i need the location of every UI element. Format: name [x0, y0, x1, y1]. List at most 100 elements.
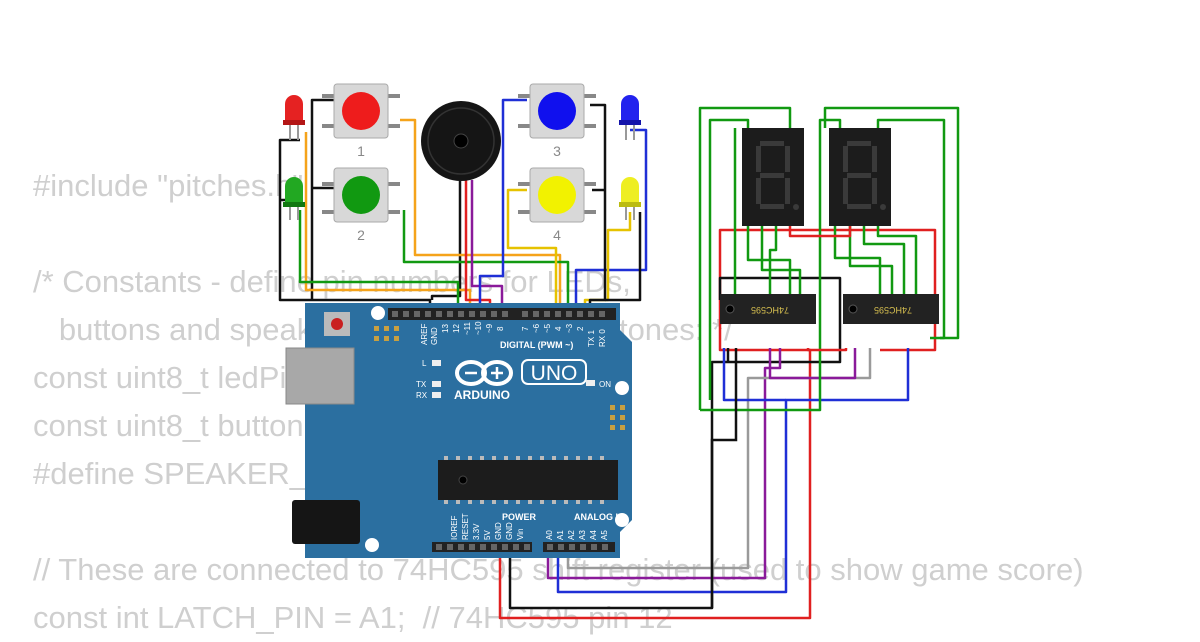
- l-led: [432, 360, 441, 366]
- wire-disp1-green-f[interactable]: [768, 222, 778, 294]
- atmega-chip: [438, 460, 618, 500]
- pin-label: 2: [576, 326, 585, 331]
- wire-gnd-right3[interactable]: [605, 212, 642, 302]
- wire-sr1-purple[interactable]: [768, 348, 857, 380]
- wire-disp2-green-d[interactable]: [848, 222, 894, 294]
- pin-label: A4: [589, 530, 598, 540]
- wire-sr-chain-red2[interactable]: [806, 348, 848, 352]
- button-number-label: 4: [553, 227, 561, 243]
- pin-label: A5: [600, 530, 609, 540]
- pin-label: Vin: [516, 529, 525, 540]
- wire-disp1-green-g[interactable]: [700, 118, 842, 412]
- buzzer[interactable]: [421, 101, 501, 181]
- rx-led-label: RX: [416, 391, 428, 400]
- wire-btn3[interactable]: [478, 98, 527, 318]
- analog-header-label: ANALOG IN: [574, 512, 625, 522]
- wire-sr-blue[interactable]: [722, 348, 786, 402]
- button-number-label: 3: [553, 143, 561, 159]
- wire-disp2-green-f[interactable]: [876, 222, 918, 294]
- pin-label: 4: [554, 326, 563, 331]
- wire-disp2-green-c[interactable]: [833, 222, 882, 294]
- on-led-label: ON: [599, 380, 611, 389]
- arduino-uno-board[interactable]: AREF GND 13 12 ~11 ~10 ~9 8 7 ~6 ~5 4 ~3…: [285, 303, 632, 558]
- wire-disp1-green-b[interactable]: [708, 118, 750, 400]
- pushbutton-3[interactable]: 3: [518, 83, 596, 159]
- wire-btn2[interactable]: [402, 210, 570, 318]
- wire-a2-gray[interactable]: [566, 348, 872, 570]
- wire-btn4[interactable]: [506, 188, 558, 318]
- tx-led-label: TX: [416, 380, 427, 389]
- pin-label: ~10: [474, 321, 483, 335]
- pin-label: RESET: [461, 513, 470, 540]
- wire-disp2-green-b[interactable]: [876, 118, 946, 340]
- pin-label: ~5: [543, 323, 552, 333]
- wire-led-green[interactable]: [298, 210, 460, 318]
- pin-label: TX 1: [587, 330, 596, 347]
- wire-gnd-sr[interactable]: [508, 276, 842, 610]
- pushbutton-2[interactable]: 2: [322, 167, 400, 243]
- pin-label: ~3: [565, 323, 574, 333]
- on-led: [586, 380, 595, 386]
- chip-label: 74HC595: [751, 305, 789, 315]
- wire-gnd-btn1[interactable]: [310, 98, 335, 300]
- pin-label: GND: [505, 522, 514, 540]
- pin-label: 3.3V: [472, 523, 481, 540]
- wires-over-board: [710, 348, 738, 608]
- pin-label: GND: [494, 522, 503, 540]
- pushbutton-4[interactable]: 4: [518, 167, 596, 243]
- wire-gnd-buzzer[interactable]: [430, 180, 462, 300]
- led-yellow[interactable]: [619, 177, 641, 220]
- pin-label: A1: [556, 530, 565, 540]
- led-blue[interactable]: [619, 95, 641, 140]
- seven-segment-display-1[interactable]: [742, 128, 804, 226]
- led-red[interactable]: [283, 95, 305, 140]
- pin-label: ~6: [532, 323, 541, 333]
- rx-led: [432, 392, 441, 398]
- button-number-label: 1: [357, 143, 365, 159]
- wire-disp1-green-e[interactable]: [760, 222, 802, 294]
- wire-buzzer-purple[interactable]: [470, 180, 504, 318]
- pin-label: GND: [430, 327, 439, 345]
- pin-label: 5V: [483, 530, 492, 540]
- digital-header-label: DIGITAL (PWM ~): [500, 340, 573, 350]
- wire-disp2-green-e[interactable]: [862, 222, 906, 294]
- pin-label: 13: [441, 324, 450, 333]
- wire-sr-chain-red[interactable]: [788, 222, 852, 238]
- pin-label: A3: [578, 530, 587, 540]
- wire-btn1[interactable]: [400, 118, 562, 318]
- wire-disp1-green-a[interactable]: [698, 106, 792, 410]
- shift-register-1[interactable]: 74HC595: [720, 294, 816, 324]
- pin-label: IOREF: [450, 515, 459, 540]
- wire-led-blue[interactable]: [574, 128, 648, 318]
- usb-connector: [285, 347, 355, 405]
- pin-label: ~9: [485, 323, 494, 333]
- seven-segment-display-2[interactable]: [829, 128, 891, 226]
- wire-gnd-left[interactable]: [278, 138, 432, 318]
- pin-label: 12: [452, 324, 461, 333]
- pin-label: 8: [496, 326, 505, 331]
- uno-label: UNO: [531, 362, 578, 385]
- wire-disp2-green-a[interactable]: [823, 106, 960, 340]
- pin-label: A0: [545, 530, 554, 540]
- pin-label: RX 0: [598, 329, 607, 347]
- pushbutton-1[interactable]: 1: [322, 83, 400, 159]
- chip-label: 74HC595: [874, 305, 912, 315]
- l-led-label: L: [422, 359, 427, 368]
- power-jack: [292, 500, 360, 544]
- wire-a1-blue[interactable]: [556, 348, 910, 594]
- power-header-label: POWER: [502, 512, 537, 522]
- wire-a0-purple[interactable]: [546, 348, 782, 580]
- wire-sr-data[interactable]: [710, 348, 738, 608]
- pin-label: 7: [521, 326, 530, 331]
- led-green[interactable]: [283, 177, 305, 220]
- analog-header[interactable]: [543, 542, 615, 552]
- tx-led: [432, 381, 441, 387]
- button-number-label: 2: [357, 227, 365, 243]
- arduino-brand-label: ARDUINO: [454, 388, 510, 402]
- shift-register-2[interactable]: 74HC595: [843, 294, 939, 324]
- pin-label: A2: [567, 530, 576, 540]
- wire-led-yellow[interactable]: [583, 212, 632, 318]
- arduino-logo-icon: [455, 360, 513, 386]
- pin-label: ~11: [463, 321, 472, 335]
